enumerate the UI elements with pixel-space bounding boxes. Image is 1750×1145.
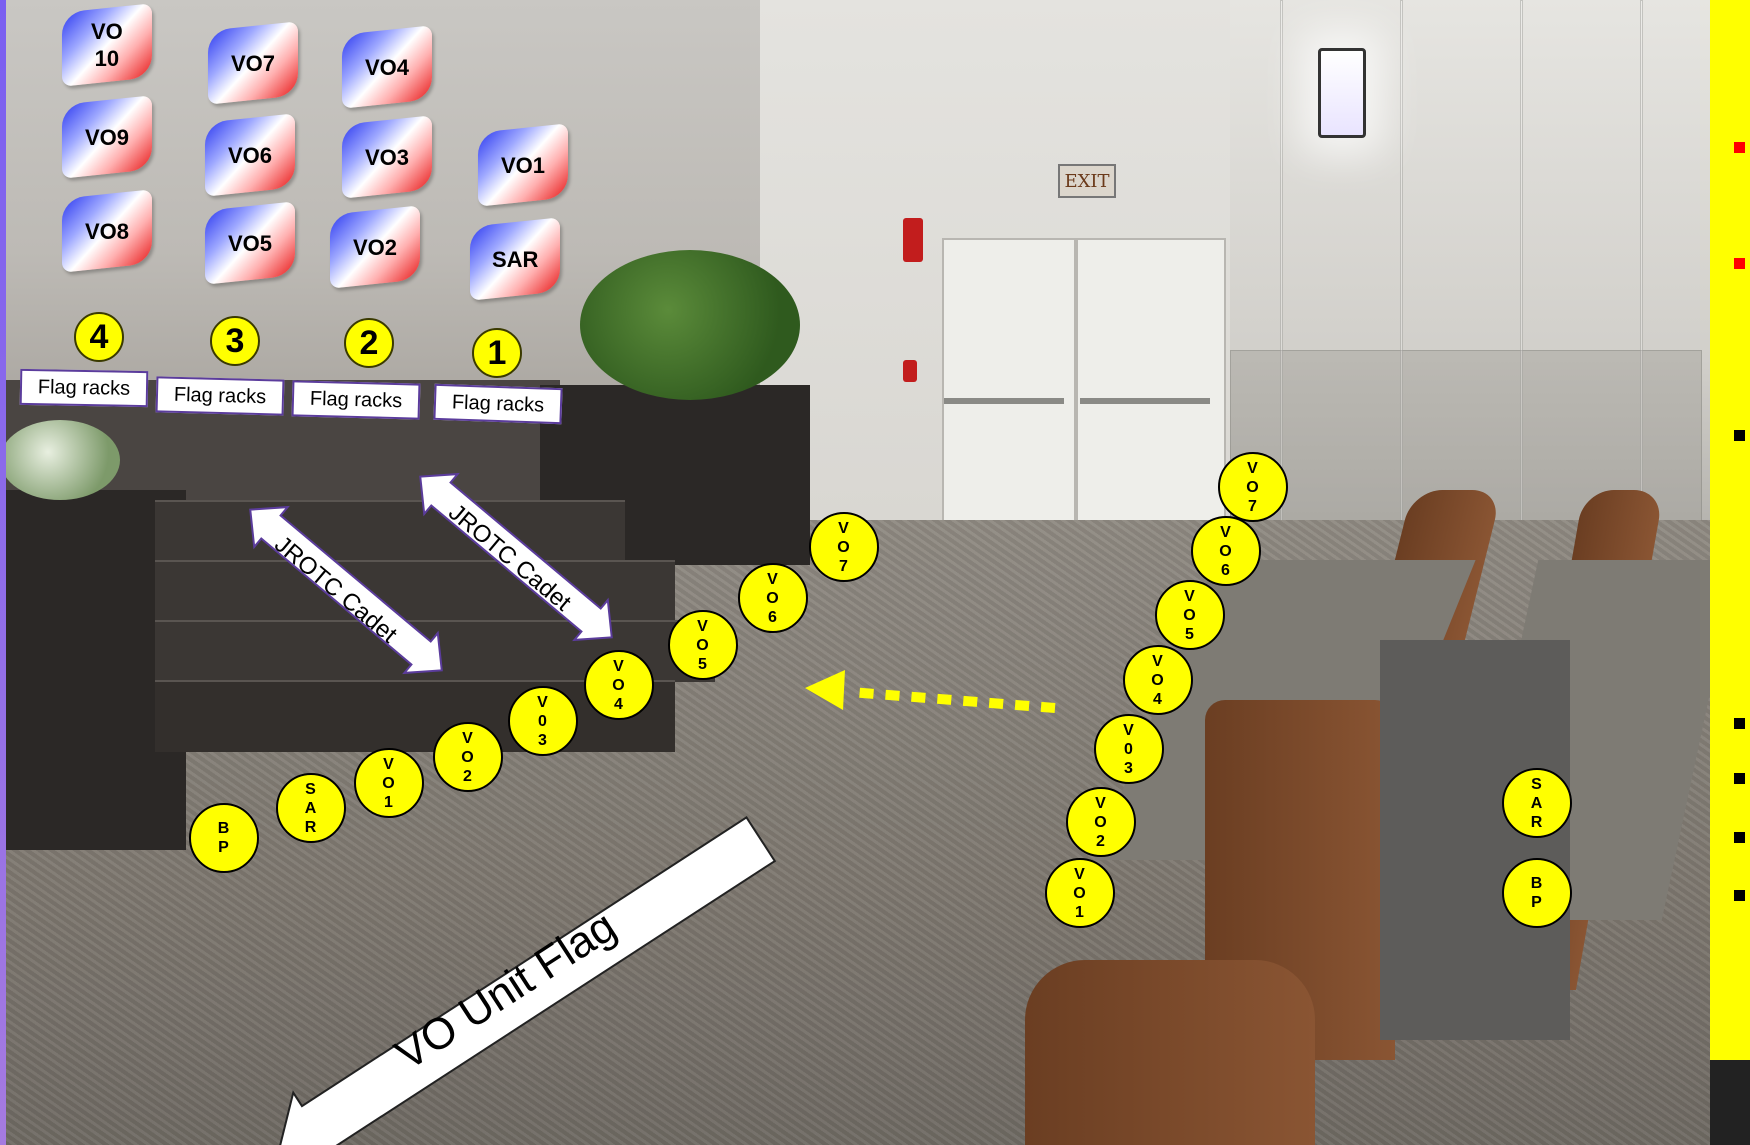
sidebar-bullet-5	[1734, 773, 1745, 784]
rack-number-text: 4	[89, 317, 109, 356]
left-edge-strip	[0, 0, 6, 1145]
position-vo4-center: V O 4	[1123, 645, 1193, 715]
position-label: V O 7	[1246, 459, 1260, 515]
rack-number-text: 2	[359, 323, 379, 362]
position-vo7-center: V O 7	[1218, 452, 1288, 522]
position-sar-left: S A R	[276, 773, 346, 843]
position-label: B P	[1530, 875, 1544, 911]
position-label: V 0 3	[1123, 721, 1135, 777]
position-label: V O 2	[1094, 794, 1108, 850]
sidebar-bullet-3	[1734, 430, 1745, 441]
jrotc-arrow-right	[419, 472, 613, 642]
rack-number-1: 1	[472, 328, 522, 378]
rack-number-text: 3	[225, 321, 245, 360]
position-label: V O 5	[696, 617, 710, 673]
position-vo4-left: V O 4	[584, 650, 654, 720]
position-label: V O 4	[1151, 652, 1165, 708]
pew-front-end	[1025, 960, 1315, 1145]
position-label: V 0 3	[537, 693, 549, 749]
dotted-movement-arrow	[805, 670, 1056, 713]
position-bp-right: B P	[1502, 858, 1572, 928]
position-label: B P	[217, 820, 231, 856]
notes-sidebar-background	[1710, 0, 1750, 1060]
aisle-right	[1380, 640, 1570, 1040]
position-label: V O 7	[837, 519, 851, 575]
position-label: S A R	[1530, 775, 1544, 831]
position-label: V O 1	[1073, 865, 1087, 921]
exit-sign-text: EXIT	[1064, 170, 1110, 192]
position-label: V O 5	[1183, 587, 1197, 643]
sidebar-bullet-6	[1734, 832, 1745, 843]
position-label: V O 4	[612, 657, 626, 713]
position-label: V O 6	[766, 570, 780, 626]
position-vo2-left: V O 2	[433, 722, 503, 792]
rack-number-3: 3	[210, 316, 260, 366]
position-vo5-left: V O 5	[668, 610, 738, 680]
sidebar-bullet-4	[1734, 718, 1745, 729]
position-vo1-left: V O 1	[354, 748, 424, 818]
sidebar-bullet-1	[1734, 142, 1745, 153]
position-bp-left: B P	[189, 803, 259, 873]
fire-alarm-pull	[903, 218, 923, 262]
stage-step-1	[155, 500, 625, 562]
position-vo3-left: V 0 3	[508, 686, 578, 756]
wall-sconce	[1318, 48, 1366, 138]
position-vo6-left: V O 6	[738, 563, 808, 633]
door-push-bar-right	[1080, 398, 1210, 404]
position-vo5-center: V O 5	[1155, 580, 1225, 650]
sidebar-bullet-2	[1734, 258, 1745, 269]
notes-sidebar	[1710, 0, 1750, 1145]
position-vo6-center: V O 6	[1191, 516, 1261, 586]
exit-sign: EXIT	[1058, 164, 1116, 198]
door-push-bar-left	[944, 398, 1064, 404]
position-vo2-center: V O 2	[1066, 787, 1136, 857]
position-label: S A R	[304, 780, 318, 836]
position-label: V O 2	[461, 729, 475, 785]
position-vo1-center: V O 1	[1045, 858, 1115, 928]
position-label: V O 6	[1219, 523, 1233, 579]
sidebar-bullet-7	[1734, 890, 1745, 901]
position-label: V O 1	[382, 755, 396, 811]
plant-left	[0, 420, 120, 500]
jrotc-arrow-left	[249, 505, 443, 675]
rack-number-text: 1	[487, 333, 507, 372]
rack-number-2: 2	[344, 318, 394, 368]
position-vo3-center: V 0 3	[1094, 714, 1164, 784]
plant-right	[580, 250, 800, 400]
fire-alarm-strobe	[903, 360, 917, 382]
vo-unit-flag-arrow	[277, 816, 777, 1145]
rack-number-4: 4	[74, 312, 124, 362]
position-sar-right: S A R	[1502, 768, 1572, 838]
position-vo7-left: V O 7	[809, 512, 879, 582]
